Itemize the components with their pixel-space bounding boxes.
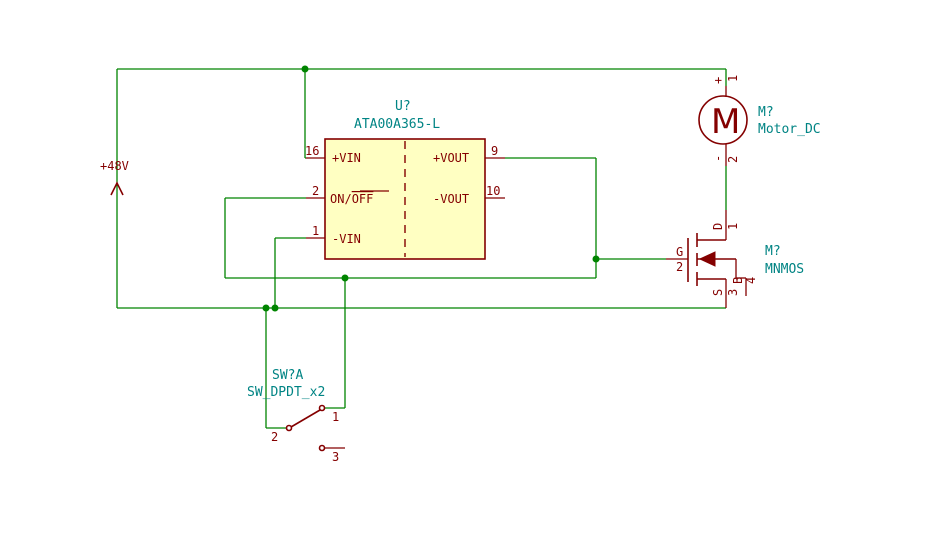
mosfet-pin-number-bulk: 4 [744, 277, 758, 284]
pin-number-9: 9 [491, 144, 498, 158]
converter-value: ATA00A365-L [354, 117, 440, 132]
mosfet-m[interactable]: G 2 D 1 S 3 B 4 M? MNMOS [666, 210, 804, 308]
pin-number-16: 16 [305, 144, 319, 158]
pin-name-vout-neg: -VOUT [433, 192, 469, 206]
motor-pin-number-2: 2 [726, 156, 740, 163]
junction-bottom-b [271, 304, 279, 312]
mosfet-reference: M? [765, 244, 781, 259]
motor-reference: M? [758, 105, 774, 120]
switch-sw[interactable]: SW?A SW_DPDT_x2 1 2 3 [247, 368, 345, 464]
switch-contact-1-icon [318, 404, 326, 412]
pin-name-vout-pos: +VOUT [433, 151, 469, 165]
pin-number-1: 1 [312, 224, 319, 238]
switch-value: SW_DPDT_x2 [247, 385, 325, 400]
motor-value: Motor_DC [758, 122, 821, 137]
motor-pin-number-1: 1 [726, 75, 740, 82]
power-symbol-48v[interactable]: +48V [100, 159, 129, 196]
pin-name-vin-pos: +VIN [332, 151, 361, 165]
switch-reference: SW?A [272, 368, 303, 383]
power-label: +48V [100, 159, 129, 173]
motor-circle-icon [698, 95, 748, 145]
pin-name-on: ON/ [330, 192, 352, 206]
motor-pin-sign-pos: + [711, 77, 725, 84]
power-arrow-icon [110, 181, 124, 196]
mosfet-pin-number-source: 3 [726, 289, 740, 296]
junction-bottom-a [262, 304, 270, 312]
converter-reference: U? [395, 99, 411, 114]
switch-contact-2-icon [285, 424, 293, 432]
pin-number-10: 10 [486, 184, 500, 198]
mosfet-pin-name-gate: G [676, 245, 683, 259]
wires [116, 68, 727, 429]
switch-lever-icon [290, 409, 321, 428]
pin-name-on-off: ON/OFF [330, 192, 373, 206]
mosfet-pin-number-drain: 1 [726, 223, 740, 230]
motor-pin-sign-neg: - [711, 155, 725, 162]
switch-contact-3-icon [318, 444, 326, 452]
switch-pin-3: 3 [332, 450, 339, 464]
junctions [262, 65, 600, 312]
mosfet-pin-name-bulk: B [731, 277, 745, 284]
junction-vout [592, 255, 600, 263]
pin-name-vin-neg: -VIN [332, 232, 361, 246]
junction-top [301, 65, 309, 73]
motor-glyph: M [711, 102, 740, 142]
converter-u[interactable]: U? ATA00A365-L 16 2 1 +VIN ON/OFF -VIN 9… [305, 99, 505, 260]
mosfet-arrow-icon [698, 251, 716, 267]
pin-name-off: OFF [352, 192, 374, 206]
mosfet-pin-number-gate: 2 [676, 260, 683, 274]
junction-return [341, 274, 349, 282]
mosfet-pin-name-drain: D [711, 223, 725, 230]
pin-number-2: 2 [312, 184, 319, 198]
motor-m[interactable]: M 1 + 2 - M? Motor_DC [698, 75, 821, 166]
switch-pin-1: 1 [332, 410, 339, 424]
mosfet-value: MNMOS [765, 262, 804, 277]
mosfet-pin-name-source: S [711, 289, 725, 296]
switch-pin-2: 2 [271, 430, 278, 444]
